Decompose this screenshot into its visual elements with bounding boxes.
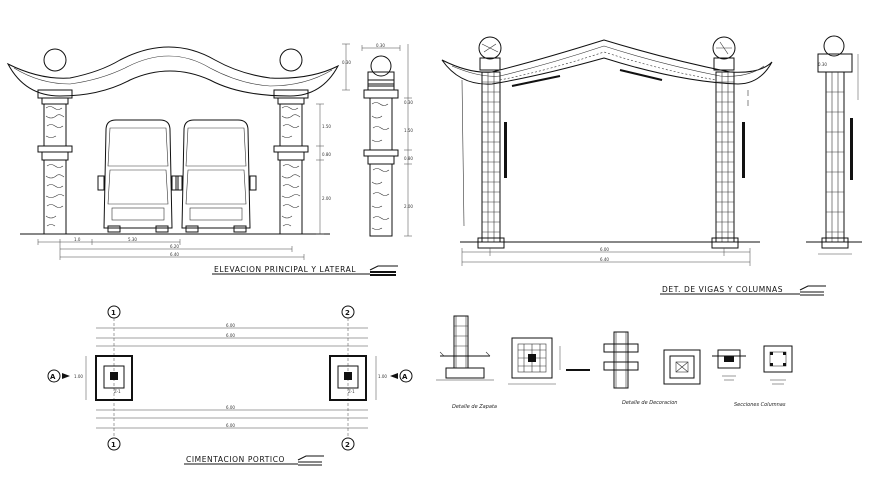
beams-and-columns-detail: 6.00 6.40: [441, 36, 773, 266]
main-elevation-dimensions: 1.0 5.30 6.20 6.40 1.50 0.80 2.00 0.30: [37, 43, 351, 260]
title-beams-underline: DET. DE VIGAS Y COLUMNAS: [660, 285, 826, 296]
beams-title: DET. DE VIGAS Y COLUMNAS: [662, 285, 783, 294]
dim-label: 0.30: [376, 43, 385, 48]
section-label: A: [402, 373, 408, 381]
elevation-title: ELEVACION PRINCIPAL Y LATERAL: [214, 265, 356, 274]
section-bubble-a-left: [47, 369, 61, 383]
title-elevation-underline: ELEVACION PRINCIPAL Y LATERAL: [212, 265, 398, 276]
dim-label: 5.30: [128, 237, 137, 242]
dim-label: 6.40: [170, 252, 179, 257]
side-elevation: 0.30 0.30 1.50 0.80 2.00: [361, 43, 413, 237]
dim-label: 6.00: [226, 405, 235, 410]
dim-label: 0.30: [342, 60, 351, 65]
decoration-plan-detail: [663, 349, 701, 385]
dim-label: 2.00: [404, 204, 413, 209]
bus-right: [175, 119, 257, 233]
foundation-title: CIMENTACION PORTICO: [186, 455, 285, 464]
dim-label: 1.00: [74, 374, 83, 379]
grid-label: 2: [345, 309, 350, 317]
dim-label: 6.40: [600, 257, 609, 262]
footing-plan-detail: [508, 337, 590, 385]
dim-label: 6.00: [226, 333, 235, 338]
grid-label: 2: [345, 441, 350, 449]
title-foundation-underline: CIMENTACION PORTICO: [184, 455, 324, 466]
right-stone-column: [273, 89, 309, 235]
main-elevation: 1.0 5.30 6.20 6.40 1.50 0.80 2.00 0.30: [6, 43, 351, 260]
decoration-detail: Detalle de Decoracion: [603, 331, 677, 406]
dim-label: 1.50: [322, 124, 331, 129]
grid-bubble-1-bottom: [107, 437, 121, 451]
column-side-detail: 0.30: [806, 35, 862, 255]
dim-label: 0.80: [322, 152, 331, 157]
foundation-plan: 1 2 1 2 6.00 6.00 6.00 6.00 Z-1 Z-1: [47, 305, 413, 451]
grid-label: 1: [111, 441, 116, 449]
dim-label: 6.00: [600, 247, 609, 252]
footing-caption: Detalle de Zapata: [452, 404, 497, 410]
grid-bubble-2-bottom: [341, 437, 355, 451]
dim-label: 1.0: [74, 237, 81, 242]
dim-label: 6.00: [226, 323, 235, 328]
footing-right: Z-1: [329, 355, 367, 401]
section-label: A: [50, 373, 56, 381]
dim-label: 0.30: [404, 100, 413, 105]
dim-label: 0.80: [404, 156, 413, 161]
dim-label: 6.00: [226, 423, 235, 428]
columns-caption: Secciones Columnas: [734, 402, 786, 408]
decoration-caption: Detalle de Decoracion: [622, 400, 677, 406]
dim-label: 6.20: [170, 244, 179, 249]
grid-label: 1: [111, 309, 116, 317]
dim-label: 2.00: [322, 196, 331, 201]
left-stone-column: [37, 89, 73, 235]
finial-ball-right: [712, 36, 736, 60]
footing-left: Z-1: [95, 355, 133, 401]
dim-label: 0.30: [818, 62, 827, 67]
zapata-tag: Z-1: [348, 389, 355, 394]
footing-detail: Detalle de Zapata: [436, 315, 497, 410]
bus-left: [97, 119, 179, 233]
section-bubble-a-right: [399, 369, 413, 383]
dim-label: 1.50: [404, 128, 413, 133]
dim-label: 1.00: [378, 374, 387, 379]
left-finial-ball: [43, 48, 67, 72]
zapata-tag: Z-1: [114, 389, 121, 394]
finial-ball-left: [478, 36, 502, 60]
column-sections-detail: Secciones Columnas: [712, 345, 793, 408]
right-finial-ball: [279, 48, 303, 72]
